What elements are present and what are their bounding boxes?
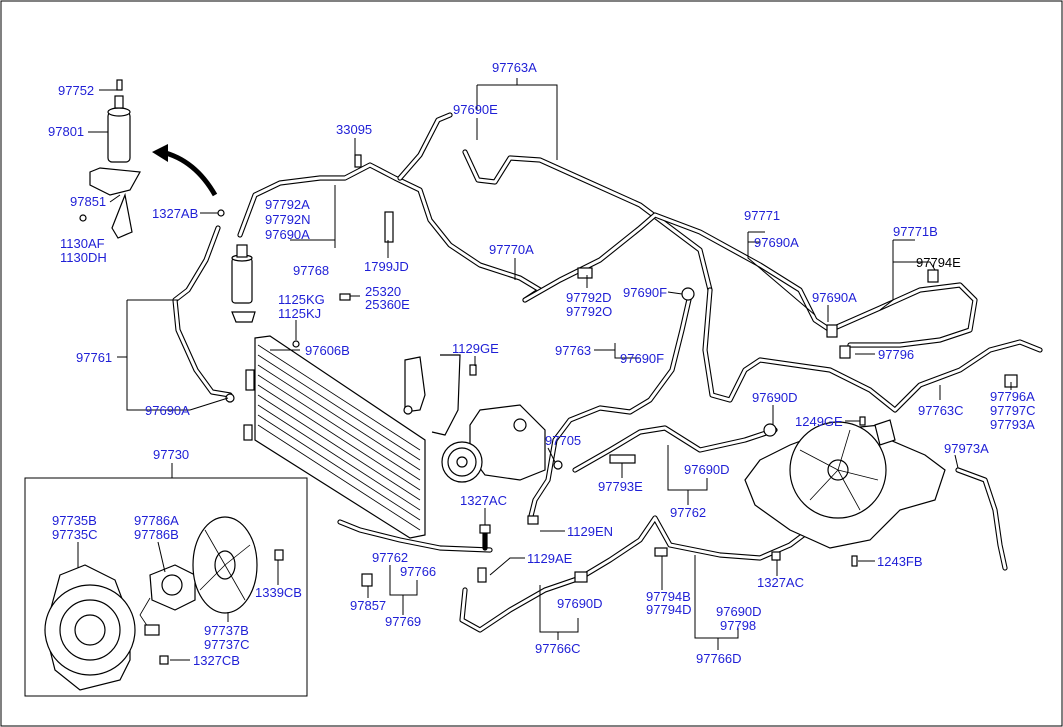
label-97766C: 97766C <box>535 641 581 656</box>
label-1249GE: 1249GE <box>795 414 843 429</box>
label-97690D-4: 97690D <box>716 604 762 619</box>
label-97973A: 97973A <box>944 441 989 456</box>
fan-assembly-box <box>24 477 308 697</box>
receiver-drier <box>79 79 141 239</box>
label-97730: 97730 <box>153 447 189 462</box>
label-97690E: 97690E <box>453 102 498 117</box>
label-97771: 97771 <box>744 208 780 223</box>
label-1129GE: 1129GE <box>452 341 499 356</box>
label-33095: 33095 <box>336 122 372 137</box>
label-97851: 97851 <box>70 194 106 209</box>
label-97690A: 97690A <box>754 235 799 250</box>
label-97705: 97705 <box>545 433 581 448</box>
fan-shroud-right <box>744 419 946 549</box>
label-97793E: 97793E <box>598 479 643 494</box>
label-97737C: 97737C <box>204 637 250 652</box>
label-97766: 97766 <box>400 564 436 579</box>
label-97761: 97761 <box>76 350 112 365</box>
label-1130DH: 1130DH <box>60 250 107 265</box>
labels: 97763A 97752 97801 33095 97690E 97851 13… <box>48 60 1036 668</box>
label-97792N: 97792N <box>265 212 311 227</box>
label-1327CB: 1327CB <box>193 653 240 668</box>
condenser <box>243 293 426 539</box>
label-97769: 97769 <box>385 614 421 629</box>
label-1125KJ: 1125KJ <box>278 306 321 321</box>
label-1125KG: 1125KG <box>278 292 325 307</box>
label-97786B: 97786B <box>134 527 179 542</box>
label-1130AF: 1130AF <box>60 236 105 251</box>
fittings <box>225 154 1018 587</box>
label-97690D: 97690D <box>752 390 798 405</box>
compressor <box>441 404 546 483</box>
label-97690F-2: 97690F <box>620 351 664 366</box>
label-1799JD: 1799JD <box>364 259 409 274</box>
label-97792D: 97792D <box>566 290 612 305</box>
leader-lines <box>77 78 1012 661</box>
label-97766D: 97766D <box>696 651 742 666</box>
label-97690D-2: 97690D <box>684 462 730 477</box>
bracket <box>403 354 461 436</box>
label-97801: 97801 <box>48 124 84 139</box>
label-97735C: 97735C <box>52 527 98 542</box>
label-97763A: 97763A <box>492 60 537 75</box>
label-97857: 97857 <box>350 598 386 613</box>
label-97752: 97752 <box>58 83 94 98</box>
label-97797C: 97797C <box>990 403 1036 418</box>
drier-2 <box>217 209 256 323</box>
pipes <box>172 112 1043 633</box>
label-1327AC-2: 1327AC <box>757 575 804 590</box>
label-97690A-3: 97690A <box>812 290 857 305</box>
label-97796A: 97796A <box>990 389 1035 404</box>
label-97768: 97768 <box>293 263 329 278</box>
label-97796: 97796 <box>878 347 914 362</box>
label-1129EN: 1129EN <box>567 524 613 539</box>
direction-arrow <box>152 144 218 197</box>
label-97794E: 97794E <box>916 255 961 270</box>
label-25320: 25320 <box>365 284 401 299</box>
label-97786A: 97786A <box>134 513 179 528</box>
label-97763C: 97763C <box>918 403 964 418</box>
label-1327AB: 1327AB <box>152 206 198 221</box>
label-97792A: 97792A <box>265 197 310 212</box>
label-97771B: 97771B <box>893 224 938 239</box>
label-97770A: 97770A <box>489 242 534 257</box>
label-97762: 97762 <box>670 505 706 520</box>
label-97762-2: 97762 <box>372 550 408 565</box>
label-97794B: 97794B <box>646 589 691 604</box>
label-97792O: 97792O <box>566 304 612 319</box>
label-97735B: 97735B <box>52 513 97 528</box>
label-97690A-4: 97690A <box>145 403 190 418</box>
label-97690D-3: 97690D <box>557 596 603 611</box>
label-97793A: 97793A <box>990 417 1035 432</box>
label-97798: 97798 <box>720 618 756 633</box>
fan-assembly <box>44 516 284 691</box>
label-97606B: 97606B <box>305 343 350 358</box>
label-97763: 97763 <box>555 343 591 358</box>
label-1243FB: 1243FB <box>877 554 923 569</box>
label-1327AC: 1327AC <box>460 493 507 508</box>
label-97690F: 97690F <box>623 285 667 300</box>
label-97737B: 97737B <box>204 623 249 638</box>
label-1339CB: 1339CB <box>255 585 302 600</box>
label-97794D: 97794D <box>646 602 692 617</box>
label-25360E: 25360E <box>365 297 410 312</box>
label-1129AE: 1129AE <box>527 551 573 566</box>
label-97690A: 97690A <box>265 227 310 242</box>
